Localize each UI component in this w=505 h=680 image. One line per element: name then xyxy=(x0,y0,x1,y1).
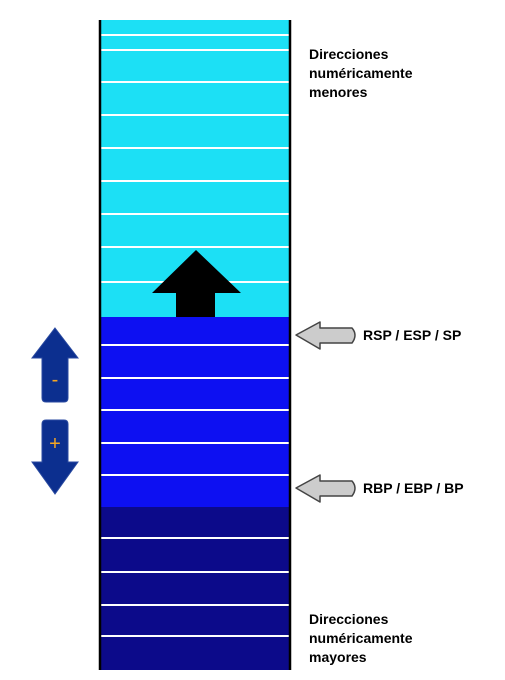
minus-symbol: - xyxy=(52,369,59,391)
base-pointer-label: RBP / EBP / BP xyxy=(363,480,464,496)
higher-addresses-line-1: Direcciones xyxy=(309,611,389,627)
higher-addresses-line-3: mayores xyxy=(309,649,367,665)
higher-addresses-line-2: numéricamente xyxy=(309,630,413,646)
lower-addresses-line-2: numéricamente xyxy=(309,65,413,81)
stack-pointer-arrow-icon xyxy=(295,321,356,350)
up-arrow-icon xyxy=(152,250,241,317)
plus-symbol: + xyxy=(49,433,61,455)
base-pointer-arrow-icon xyxy=(295,474,356,503)
lower-addresses-line-1: Direcciones xyxy=(309,46,389,62)
stack-pointer-label: RSP / ESP / SP xyxy=(363,327,462,343)
plus-down-arrow-icon xyxy=(31,419,79,495)
minus-up-arrow-icon xyxy=(30,327,80,403)
lower-addresses-label: Direcciones numéricamente menores xyxy=(309,45,412,102)
higher-addresses-label: Direcciones numéricamente mayores xyxy=(309,610,412,667)
lower-addresses-line-3: menores xyxy=(309,84,368,100)
caller-frames-region xyxy=(100,507,290,670)
